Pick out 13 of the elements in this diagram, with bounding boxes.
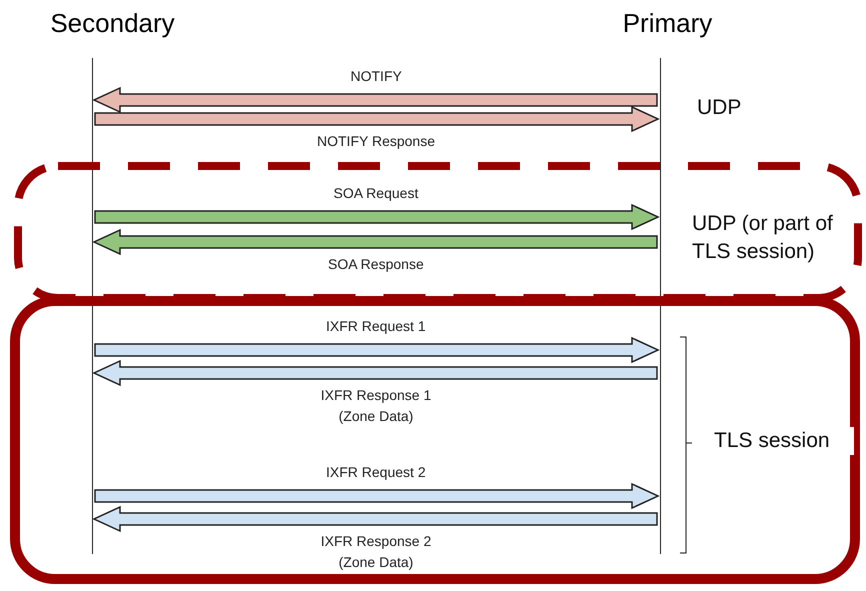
participant-label: Secondary (49, 7, 176, 40)
block-arrow (92, 360, 658, 386)
block-arrow (92, 228, 658, 256)
block-arrow (94, 204, 660, 230)
participant-label: Primary (622, 7, 714, 40)
group-frame (10, 296, 860, 584)
group-label: TLS session (714, 427, 854, 455)
block-arrow (94, 106, 660, 132)
block-arrow (94, 482, 660, 510)
block-arrow (94, 336, 660, 364)
block-arrow (92, 86, 658, 114)
block-arrow (92, 506, 658, 532)
protocol-label: UDP (697, 95, 742, 121)
